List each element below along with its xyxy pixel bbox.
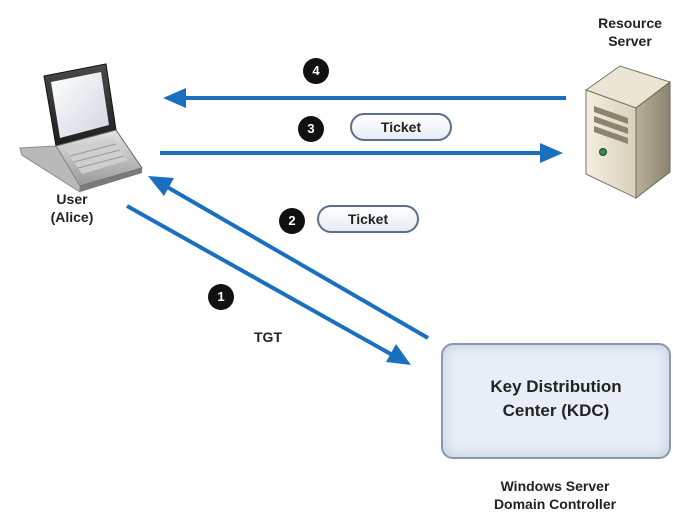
- step-3-badge: 3: [298, 116, 324, 142]
- resource-server-label: Resource Server: [590, 14, 670, 50]
- kdc-title-line2: Center (KDC): [502, 401, 610, 420]
- ticket-pill-step-2: Ticket: [317, 205, 419, 233]
- step-1-badge: 1: [208, 284, 234, 310]
- kdc-title: Key Distribution Center (KDC): [443, 375, 669, 423]
- domain-controller-line2: Domain Controller: [493, 496, 617, 512]
- user-label-line1: User: [56, 191, 88, 207]
- resource-server-line2: Server: [608, 33, 652, 49]
- user-label-line2: (Alice): [50, 209, 94, 225]
- domain-controller-label: Windows Server Domain Controller: [460, 477, 650, 513]
- resource-server-line1: Resource: [598, 15, 662, 31]
- step-4-badge: 4: [303, 58, 329, 84]
- tgt-label: TGT: [254, 329, 282, 345]
- ticket-pill-step-3: Ticket: [350, 113, 452, 141]
- arrow-step-3: [160, 143, 563, 163]
- arrow-step-4: [163, 88, 566, 108]
- arrow-step-1: [126, 204, 411, 365]
- kdc-box: Key Distribution Center (KDC): [441, 343, 671, 459]
- kdc-title-line1: Key Distribution: [490, 377, 622, 396]
- arrow-step-2: [148, 176, 430, 340]
- user-label: User (Alice): [42, 190, 102, 226]
- step-2-badge: 2: [279, 208, 305, 234]
- domain-controller-line1: Windows Server: [500, 478, 610, 494]
